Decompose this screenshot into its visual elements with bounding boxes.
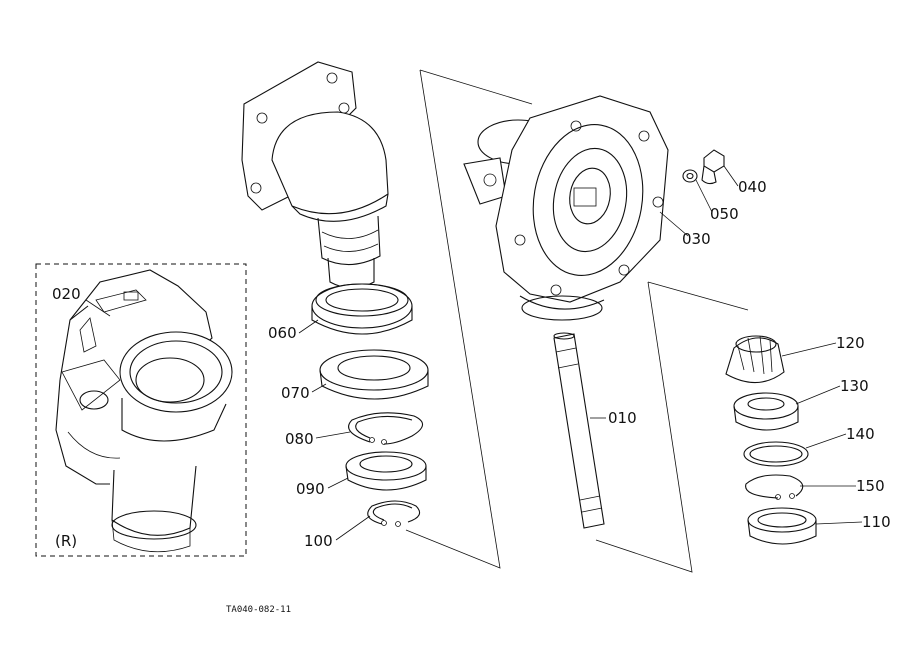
part-080-circlip	[348, 412, 424, 445]
inset-dashed-border	[35, 263, 247, 557]
part-label-080: 080	[285, 430, 314, 448]
part-040-bolt	[701, 149, 725, 185]
part-label-030: 030	[682, 230, 711, 248]
part-020-housing	[55, 269, 233, 553]
part-110-collar	[747, 507, 817, 545]
part-label-060: 060	[268, 324, 297, 342]
part-label-090: 090	[296, 480, 325, 498]
part-120-bevel-gear	[725, 335, 785, 384]
part-label-150: 150	[856, 477, 885, 495]
part-070-bearing	[319, 349, 429, 400]
inset-020-group: 020 (R)	[35, 263, 247, 557]
assembly-lines	[405, 69, 749, 573]
part-100-circlip	[367, 500, 421, 527]
part-150-circlip	[745, 474, 804, 500]
leader-lines	[298, 165, 863, 541]
part-label-140: 140	[846, 425, 875, 443]
part-label-070: 070	[281, 384, 310, 402]
part-label-050: 050	[710, 205, 739, 223]
part-060-seal	[311, 283, 413, 335]
part-130-bearing	[733, 392, 799, 431]
part-label-010: 010	[608, 409, 637, 427]
part-030-gear-case	[463, 95, 669, 321]
inset-label-r: (R)	[55, 532, 77, 550]
part-label-130: 130	[840, 377, 869, 395]
part-140-ring	[743, 441, 809, 467]
part-label-020: 020	[52, 285, 81, 303]
drawing-code: TA040-082-11	[226, 605, 291, 615]
part-label-120: 120	[836, 334, 865, 352]
part-010-shaft	[553, 332, 605, 529]
elbow-housing	[241, 61, 389, 289]
part-090-bearing	[345, 451, 427, 491]
part-050-washer	[682, 169, 698, 183]
part-label-040: 040	[738, 178, 767, 196]
part-label-100: 100	[304, 532, 333, 550]
part-label-110: 110	[862, 513, 891, 531]
